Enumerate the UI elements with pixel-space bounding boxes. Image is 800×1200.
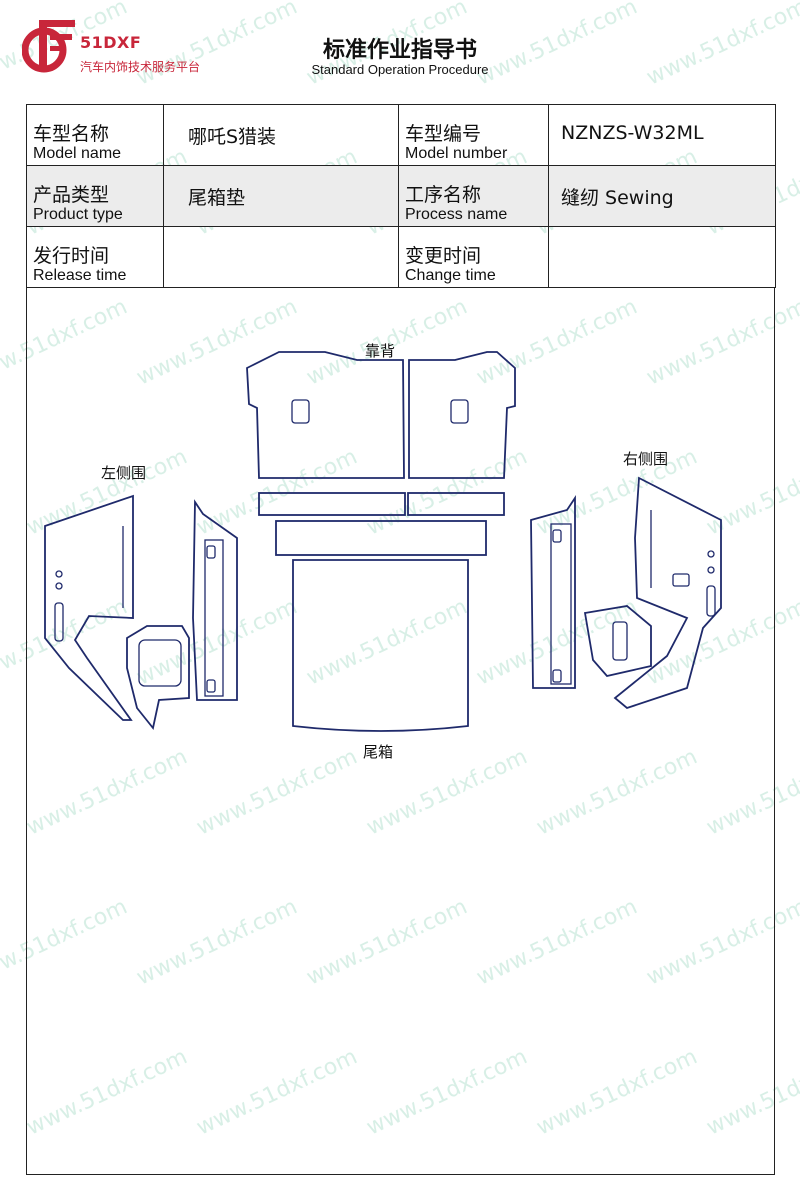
right-pillar-piece — [530, 495, 576, 689]
right-side-hole-1 — [707, 550, 715, 558]
left-side-window — [138, 639, 182, 687]
left-pillar-piece — [192, 499, 238, 701]
right-pillar-hole-top — [552, 529, 562, 543]
brand-logo-icon — [22, 20, 75, 73]
release-time-label-cell: 发行时间 Release time — [26, 226, 164, 288]
process-name-label-cell: 工序名称 Process name — [398, 165, 549, 227]
document-title: 标准作业指导书 — [322, 38, 477, 63]
left-pillar-hole-top — [206, 545, 216, 559]
pattern-drawing-area: 靠背 左侧围 右侧围 尾箱 — [26, 288, 775, 1175]
model-number-label-en: Model number — [405, 145, 508, 162]
left-side-hole-1 — [55, 570, 63, 578]
product-type-label-zh: 产品类型 — [33, 184, 110, 206]
model-number-label-zh: 车型编号 — [405, 123, 482, 145]
brand-name: 51DXF — [80, 33, 142, 52]
product-type-label-cell: 产品类型 Product type — [26, 165, 164, 227]
product-type-value: 尾箱垫 — [188, 187, 246, 209]
backrest-caption: 靠背 — [365, 342, 396, 360]
strip-left-piece — [258, 492, 406, 516]
left-side-main-piece — [44, 494, 134, 721]
process-name-value-cell: 缝纫 Sewing — [548, 165, 776, 227]
right-pillar-inner — [550, 523, 572, 685]
pattern-pieces — [44, 351, 722, 732]
right-side-hole-2 — [707, 566, 715, 574]
change-time-label-cell: 变更时间 Change time — [398, 226, 549, 288]
release-time-value-cell — [163, 226, 399, 288]
left-side-wheel-piece — [126, 625, 190, 731]
model-name-label-en: Model name — [33, 145, 122, 162]
change-time-label-en: Change time — [405, 267, 496, 284]
right-side-window-small — [672, 573, 690, 587]
right-side-wheel-piece — [583, 605, 652, 677]
model-number-label-cell: 车型编号 Model number — [398, 104, 549, 166]
left-side-caption: 左侧围 — [101, 464, 147, 482]
strip-center-piece — [275, 520, 487, 556]
right-side-slot — [706, 585, 716, 617]
model-name-label-cell: 车型名称 Model name — [26, 104, 164, 166]
product-type-value-cell: 尾箱垫 — [163, 165, 399, 227]
right-pillar-hole-bottom — [552, 669, 562, 683]
change-time-value-cell — [548, 226, 776, 288]
release-time-label-en: Release time — [33, 267, 127, 284]
strip-right-piece — [407, 492, 505, 516]
left-pillar-inner — [204, 539, 224, 697]
left-pillar-hole-bottom — [206, 679, 216, 693]
trunk-floor-piece — [292, 559, 469, 732]
release-time-label-zh: 发行时间 — [33, 245, 110, 267]
process-name-label-en: Process name — [405, 206, 508, 223]
backrest-left-piece — [246, 351, 405, 479]
model-number-value: NZNZS-W32ML — [561, 122, 704, 144]
info-row-time: 发行时间 Release time 变更时间 Change time — [26, 226, 776, 288]
model-name-label-zh: 车型名称 — [33, 123, 110, 145]
backrest-right-slot — [450, 399, 469, 424]
trunk-caption: 尾箱 — [363, 743, 394, 761]
page-header: 51DXF 汽车内饰技术服务平台 标准作业指导书 Standard Operat… — [0, 0, 800, 100]
info-row-model: 车型名称 Model name 哪吒S猎装 车型编号 Model number … — [26, 104, 776, 166]
process-name-value: 缝纫 Sewing — [561, 187, 674, 209]
backrest-right-piece — [408, 351, 516, 479]
change-time-label-zh: 变更时间 — [405, 245, 482, 267]
document-subtitle: Standard Operation Procedure — [311, 62, 489, 77]
right-side-caption: 右侧围 — [623, 450, 669, 468]
model-number-value-cell: NZNZS-W32ML — [548, 104, 776, 166]
product-type-label-en: Product type — [33, 206, 123, 223]
left-side-hole-2 — [55, 582, 63, 590]
right-side-window — [612, 621, 628, 661]
brand-tagline: 汽车内饰技术服务平台 — [80, 60, 201, 74]
right-side-main-piece — [613, 476, 722, 710]
process-name-label-zh: 工序名称 — [405, 184, 482, 206]
backrest-left-slot — [291, 399, 310, 424]
left-side-slot — [54, 602, 64, 642]
info-table: 车型名称 Model name 哪吒S猎装 车型编号 Model number … — [26, 104, 776, 288]
info-row-product: 产品类型 Product type 尾箱垫 工序名称 Process name … — [26, 165, 776, 227]
model-name-value-cell: 哪吒S猎装 — [163, 104, 399, 166]
model-name-value: 哪吒S猎装 — [188, 126, 277, 148]
